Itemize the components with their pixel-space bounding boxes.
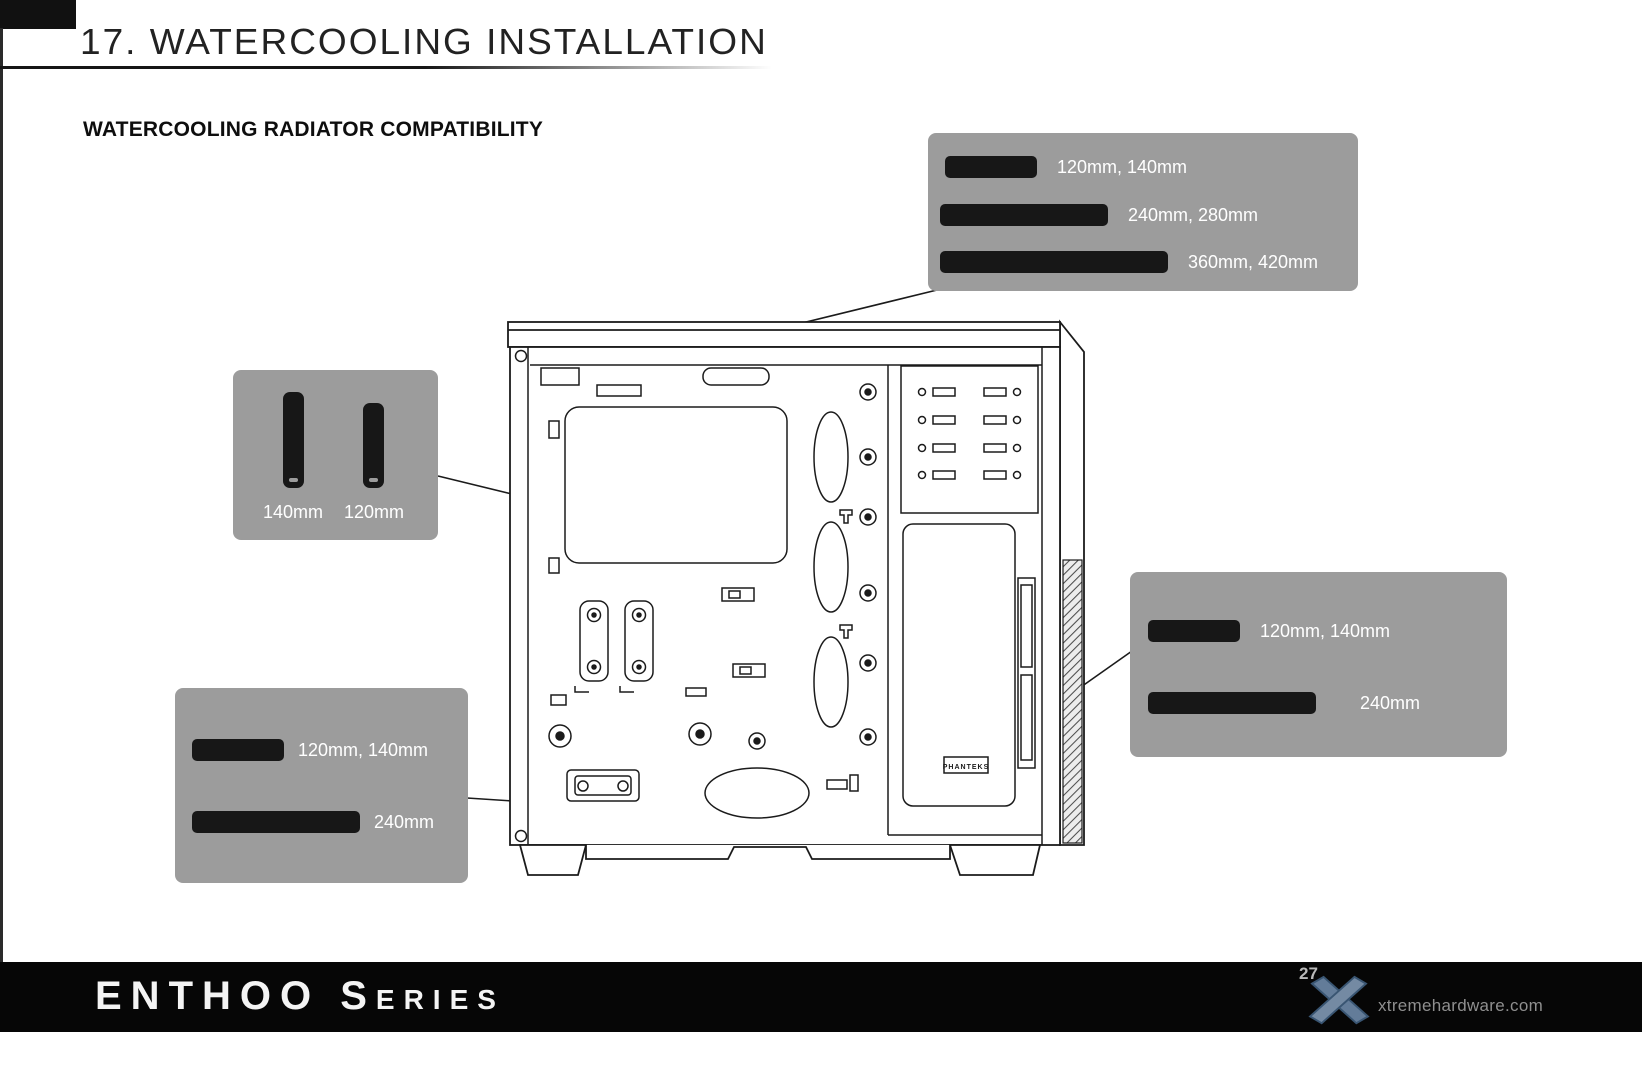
- footer-bar: ENTHOO Series: [0, 962, 1642, 1032]
- radiator-bar-120-140: [1148, 620, 1240, 642]
- case-body: [507, 319, 1085, 876]
- case-interior: [514, 347, 1043, 845]
- radiator-row: 120mm, 140mm: [945, 155, 1187, 179]
- radiator-size-label: 360mm, 420mm: [1188, 251, 1319, 272]
- callout-front-radiators: 120mm, 140mm 240mm: [1130, 572, 1507, 757]
- callout-rear-radiators: 140mm 120mm: [233, 370, 438, 540]
- page-title: 17. WATERCOOLING INSTALLATION: [80, 22, 768, 62]
- radiator-size-label: 240mm: [1360, 692, 1421, 713]
- top-left-corner-decoration: [0, 0, 76, 29]
- radiator-bar-240-280: [940, 204, 1108, 226]
- radiator-size-label: 120mm, 140mm: [1057, 156, 1188, 177]
- watermark: xtremehardware.com: [1304, 974, 1543, 1028]
- title-underline: [0, 66, 772, 69]
- radiator-size-label: 120mm, 140mm: [298, 739, 429, 760]
- radiator-size-label: 120mm: [343, 502, 405, 522]
- section-subtitle: WATERCOOLING RADIATOR COMPATIBILITY: [83, 118, 544, 141]
- radiator-bar-240: [192, 811, 360, 833]
- radiator-row: 120mm, 140mm: [192, 738, 428, 762]
- left-edge-rule: [0, 28, 3, 962]
- radiator-row: 240mm: [1148, 691, 1420, 715]
- xtremehardware-logo-icon: [1308, 975, 1370, 1025]
- radiator-size-label: 120mm, 140mm: [1260, 620, 1391, 641]
- radiator-bar-240: [1148, 692, 1316, 714]
- radiator-row: 360mm, 420mm: [940, 250, 1318, 274]
- radiator-bar-360-420: [940, 251, 1168, 273]
- phanteks-label: PHANTEKS: [943, 764, 990, 771]
- radiator-size-label: 140mm: [262, 502, 324, 522]
- radiator-row: 240mm, 280mm: [940, 203, 1258, 227]
- page-number: 27: [1299, 964, 1318, 983]
- radiator-bar-120-140: [192, 739, 284, 761]
- radiator-bar-140-vertical: [283, 392, 304, 488]
- radiator-size-label: 240mm, 280mm: [1128, 204, 1259, 225]
- callout-bottom-radiators: 120mm, 140mm 240mm: [175, 688, 468, 883]
- connector-lines: [437, 289, 1133, 819]
- radiator-row: 120mm, 140mm: [1148, 619, 1390, 643]
- callout-top-radiators: 120mm, 140mm 240mm, 280mm 360mm, 420mm: [928, 133, 1358, 291]
- radiator-bar-120-vertical: [363, 403, 384, 488]
- radiator-size-label: 240mm: [374, 811, 435, 832]
- radiator-row: 240mm: [192, 810, 434, 834]
- radiator-bar-120-140: [945, 156, 1037, 178]
- footer-brand: ENTHOO Series: [95, 974, 505, 1018]
- watermark-text: xtremehardware.com: [1378, 996, 1544, 1015]
